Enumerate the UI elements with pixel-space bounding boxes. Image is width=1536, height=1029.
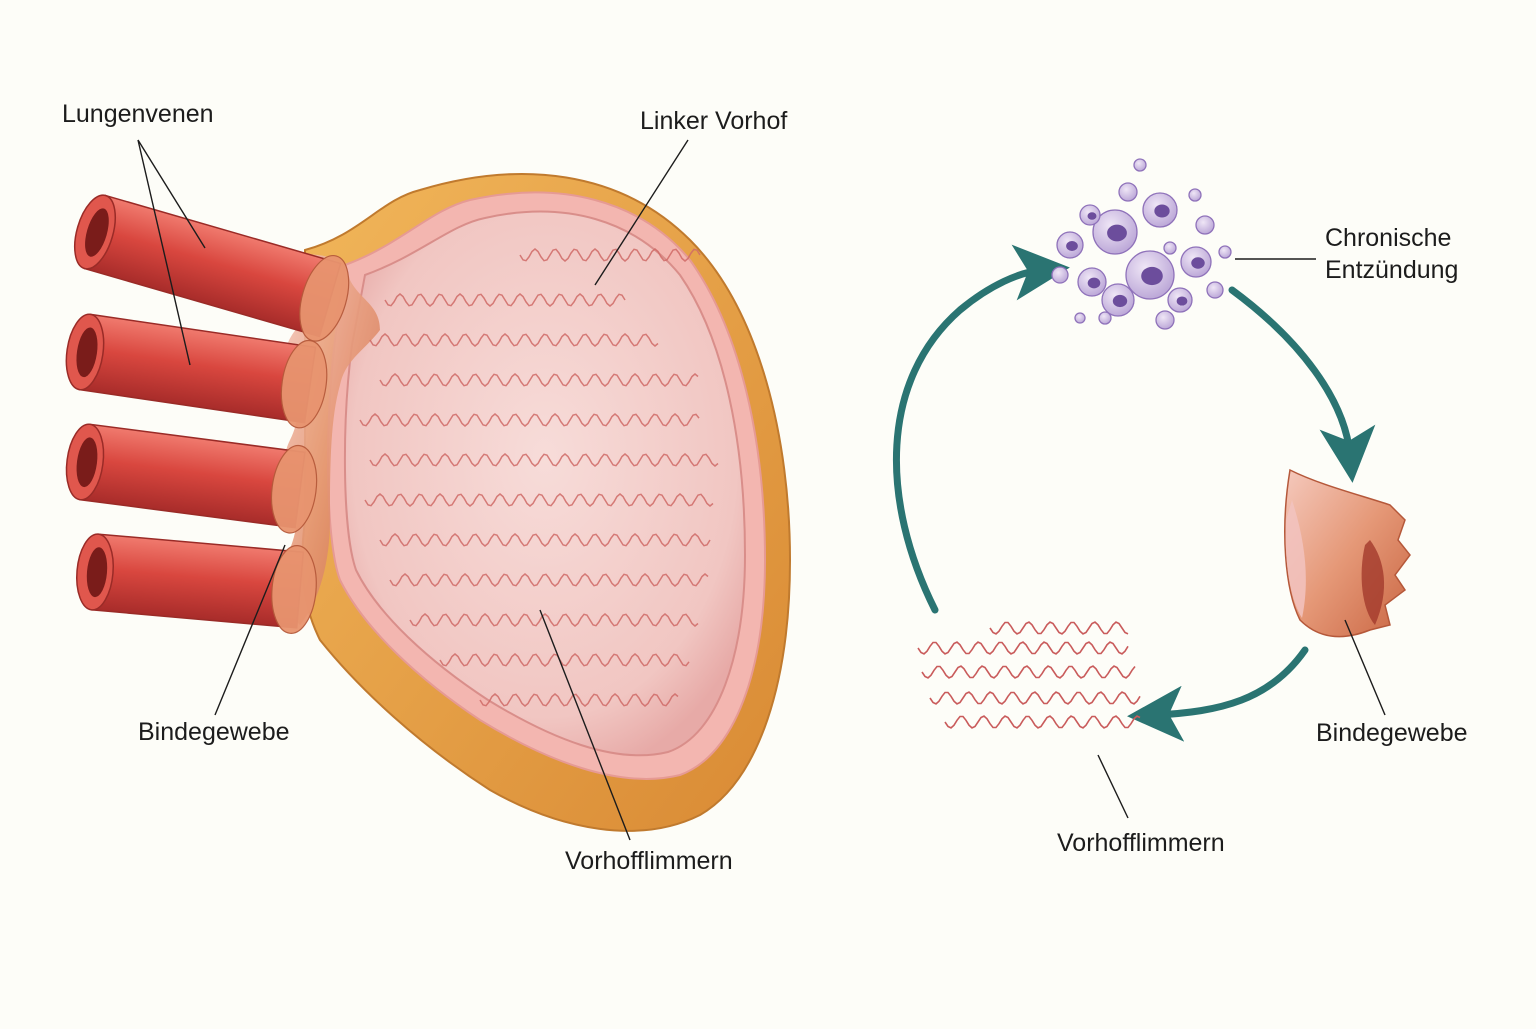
pulmonary-vein	[73, 194, 350, 342]
inflammation-cell	[1051, 266, 1069, 284]
label-chronische-entzuendung: Chronische Entzündung	[1325, 224, 1459, 284]
cycle-arrow-inflammation-to-fibrosis	[1228, 286, 1376, 483]
fibrillation-wave	[917, 641, 1129, 655]
fibrillation-wave	[989, 621, 1129, 635]
atrium-chamber	[343, 210, 747, 757]
inflammation-cell	[1163, 241, 1177, 255]
leader-vorhofflimmern-right	[1097, 754, 1129, 819]
inflammation-cell	[1188, 188, 1202, 202]
leader-bindegewebe-right	[1344, 619, 1386, 716]
inflammation-cell	[1098, 311, 1112, 325]
fibrillation-wave	[479, 693, 679, 707]
fibrillation-wave	[364, 493, 714, 507]
fibrillation-wave	[359, 413, 700, 427]
fibrillation-wave	[389, 573, 709, 587]
fibrillation-wave	[369, 453, 719, 467]
label-lungenvenen: Lungenvenen	[62, 100, 214, 128]
label-vorhofflimmern-left: Vorhofflimmern	[565, 847, 733, 875]
inflammation-cells	[1051, 158, 1232, 330]
pulmonary-vein	[76, 533, 317, 634]
pulmonary-veins	[65, 194, 350, 634]
inflammation-cell	[1206, 281, 1224, 299]
inflammation-cell	[1133, 158, 1147, 172]
inflammation-cell	[1218, 245, 1232, 259]
leader-linker-vorhof	[594, 139, 689, 286]
pulmonary-vein	[65, 313, 328, 429]
inflammation-cell	[1155, 310, 1175, 330]
fibrillation-wave	[921, 665, 1136, 679]
fibrillation-wave	[519, 248, 701, 262]
connective-tissue-fragment	[1284, 468, 1411, 638]
fibrillation-wave	[929, 691, 1141, 705]
fibrillation-waves-small	[917, 621, 1141, 729]
cycle-arrow-fibrillation-to-inflammation	[893, 244, 1070, 614]
label-bindegewebe-left: Bindegewebe	[138, 718, 290, 746]
fibrillation-wave	[384, 293, 626, 307]
inflammation-cell	[1195, 215, 1215, 235]
label-vorhofflimmern-right: Vorhofflimmern	[1057, 829, 1225, 857]
leader-vorhofflimmern-left	[539, 609, 631, 841]
cycle-arrow-fibrosis-to-fibrillation	[1127, 646, 1309, 742]
leader-bindegewebe-left	[214, 544, 286, 716]
inflammation-cell	[1118, 182, 1138, 202]
inflammation-cell	[1074, 312, 1086, 324]
pulmonary-vein	[65, 423, 318, 534]
leader-lungenvenen-1	[137, 139, 206, 249]
fibrillation-wave	[944, 715, 1141, 729]
fibrillation-wave	[369, 333, 659, 347]
fibrillation-wave	[379, 373, 699, 387]
leader-lungenvenen-2	[137, 139, 191, 366]
label-bindegewebe-right: Bindegewebe	[1316, 719, 1468, 747]
fibrillation-wave	[379, 533, 711, 547]
fibrillation-wave	[439, 653, 690, 667]
fibrillation-waves	[359, 248, 719, 707]
fibrillation-wave	[409, 613, 699, 627]
label-linker-vorhof: Linker Vorhof	[640, 107, 788, 135]
